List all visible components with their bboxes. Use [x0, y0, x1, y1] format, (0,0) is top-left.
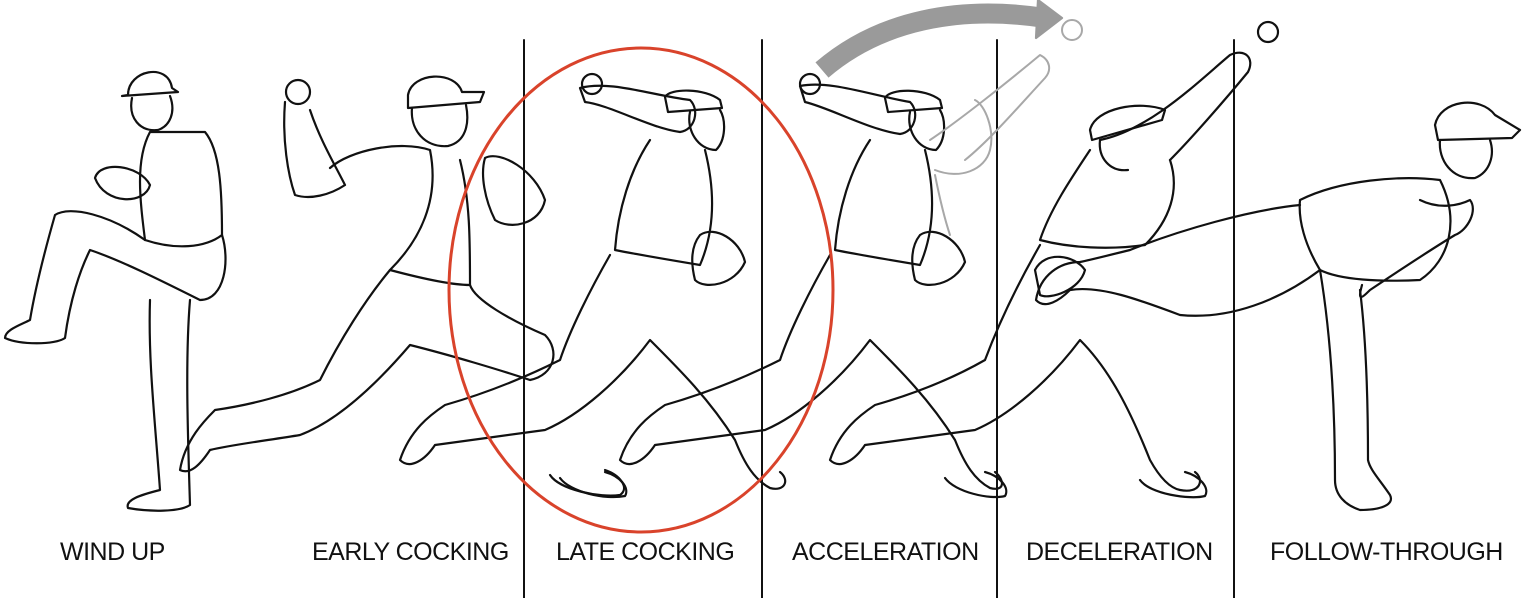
cap-icon	[663, 89, 724, 114]
ball-icon	[580, 72, 604, 96]
glove-icon-2	[691, 230, 747, 286]
raised-leg	[3, 210, 227, 345]
phase-label-acceleration: ACCELERATION	[792, 538, 979, 566]
head	[908, 108, 946, 152]
lead-leg	[178, 268, 555, 473]
figure-deceleration	[828, 20, 1280, 499]
phase-label-follow-through: FOLLOW-THROUGH	[1270, 538, 1503, 566]
cap-icon	[406, 75, 486, 110]
cap-icon	[1433, 101, 1522, 142]
ball-icon	[284, 78, 312, 106]
phase-dividers	[523, 39, 1235, 599]
glove-icon	[93, 165, 152, 201]
standing-leg	[1318, 268, 1393, 512]
glove-icon	[911, 230, 967, 286]
ball-icon	[1256, 20, 1280, 44]
lead-leg	[828, 243, 1202, 492]
phase-label-early-cocking: EARLY COCKING	[312, 538, 509, 566]
lead-leg	[618, 253, 1003, 490]
throwing-arm	[283, 100, 347, 199]
throwing-arm	[798, 83, 917, 136]
raised-leg	[1034, 203, 1322, 317]
motion-arrow-icon	[815, 3, 1047, 78]
phase-label-wind-up: WIND UP	[60, 538, 165, 566]
head	[1098, 138, 1130, 172]
figure-acceleration	[618, 0, 1083, 499]
motion-arrow-head	[1034, 0, 1064, 40]
standing-leg	[126, 298, 192, 512]
lead-leg	[398, 253, 787, 490]
ball-icon	[798, 72, 822, 96]
figure-wind-up	[3, 70, 227, 512]
ghost-arm	[929, 19, 1083, 236]
phase-label-late-cocking: LATE COCKING	[556, 538, 735, 566]
cap-icon	[120, 70, 180, 98]
torso	[138, 130, 224, 248]
head	[1438, 138, 1493, 180]
torso	[613, 138, 714, 267]
torso	[1298, 177, 1452, 282]
glove-icon	[1033, 255, 1087, 298]
throwing-arm	[1359, 198, 1474, 298]
cap-icon	[1088, 104, 1167, 142]
head	[410, 103, 469, 148]
back-foot	[943, 470, 1008, 499]
cap-icon	[883, 89, 944, 114]
head	[688, 108, 726, 152]
figure-follow-through	[1034, 101, 1522, 512]
figure-late-cocking	[398, 72, 787, 499]
throwing-arm	[1098, 51, 1252, 162]
phase-label-deceleration: DECELERATION	[1026, 538, 1213, 566]
ghost-ball-icon	[1061, 19, 1083, 41]
back-foot	[558, 470, 628, 499]
head	[130, 94, 174, 132]
glove-icon	[481, 155, 547, 226]
torso	[833, 138, 934, 267]
figure-early-cocking	[178, 75, 626, 497]
back-foot	[1138, 470, 1208, 499]
highlight-ellipse-icon	[447, 46, 835, 534]
torso	[1038, 148, 1175, 249]
throwing-arm	[578, 84, 697, 134]
